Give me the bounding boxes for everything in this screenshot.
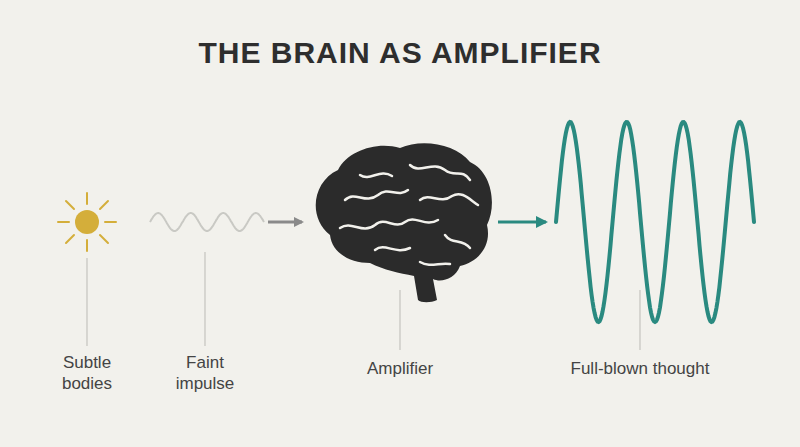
part-label: Amplifier	[320, 358, 480, 379]
part-label: Faint impulse	[163, 352, 247, 394]
faint-wave	[150, 213, 264, 231]
part-label: Full-blown thought	[540, 358, 740, 379]
sun-icon	[58, 193, 116, 251]
title: THE BRAIN AS AMPLIFIER	[0, 36, 800, 70]
part-label: Subtle bodies	[45, 352, 129, 394]
full-wave	[556, 122, 754, 322]
leader-lines	[87, 252, 640, 350]
arrow	[268, 221, 302, 224]
arrow	[498, 221, 546, 224]
brain-icon	[316, 143, 492, 302]
